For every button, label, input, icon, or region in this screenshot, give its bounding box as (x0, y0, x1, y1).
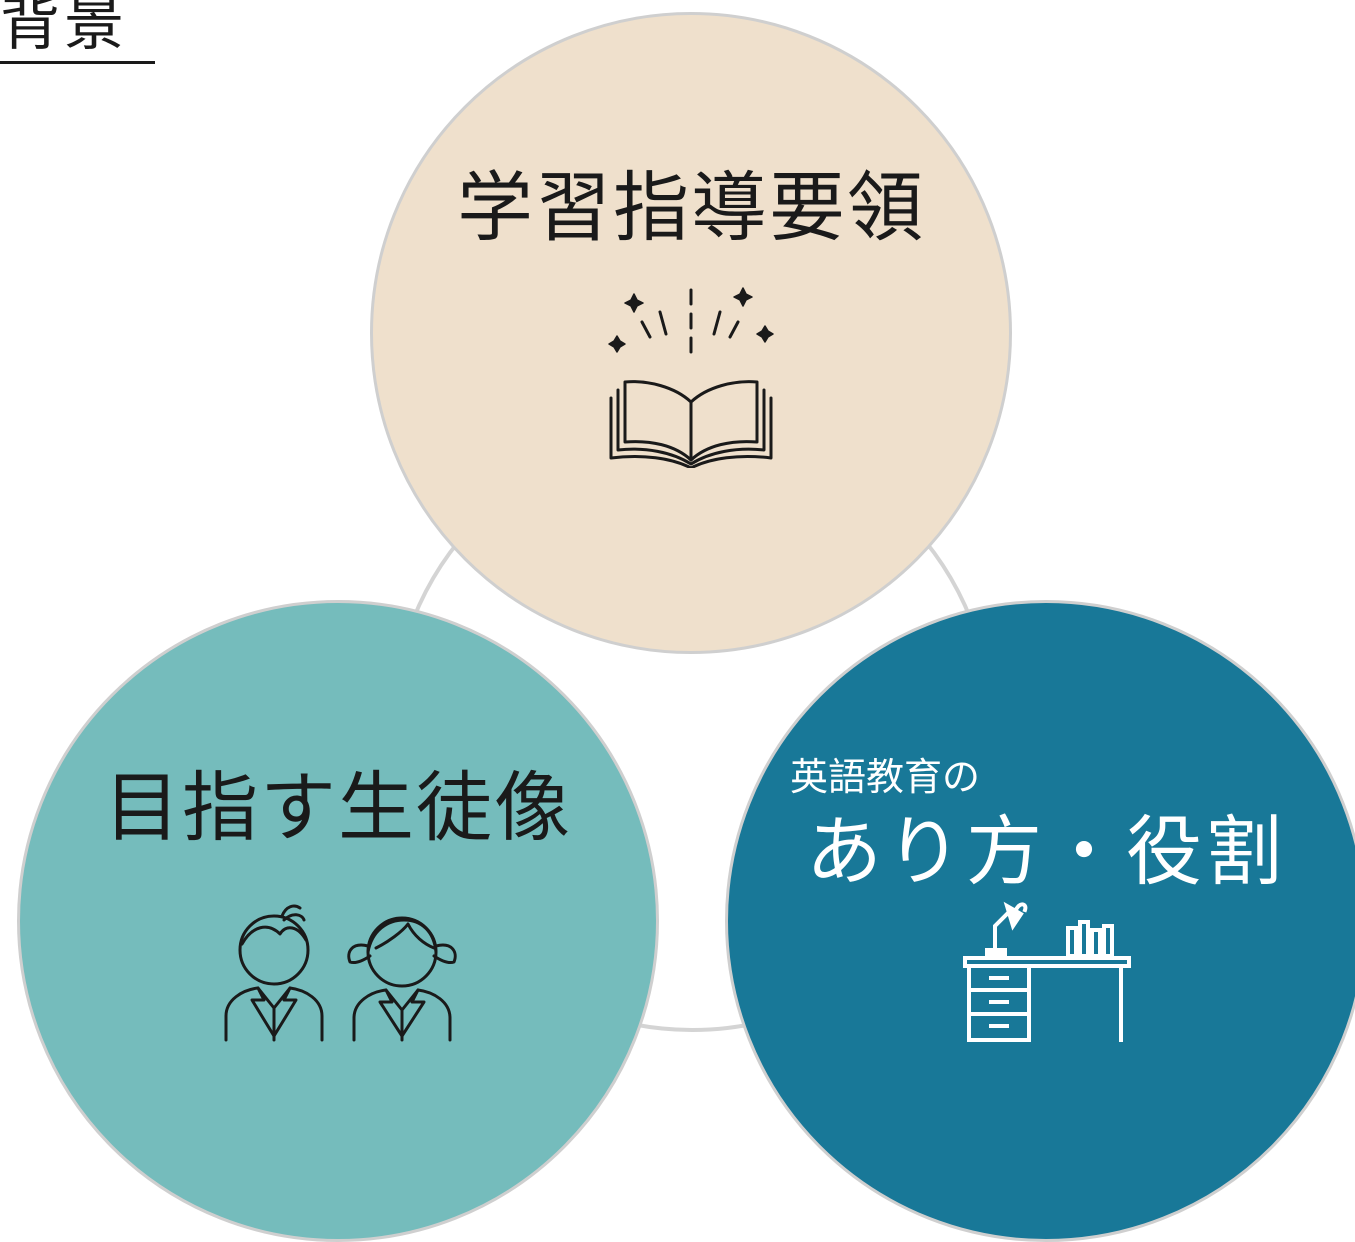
node-curriculum-guidelines (370, 12, 1012, 654)
node-role-of-english-education (725, 600, 1355, 1242)
node-target-student-profile-label: 目指す生徒像 (104, 763, 572, 852)
node-curriculum-guidelines-label: 学習指導要領 (457, 163, 925, 252)
desk-icon (963, 901, 1131, 1042)
node-role-of-english-education-label: あり方・役割 (806, 807, 1286, 896)
node-target-student-profile (17, 600, 659, 1242)
open-book-icon (608, 287, 774, 468)
node-role-of-english-education-sublabel: 英語教育の (790, 755, 981, 799)
students-icon (224, 904, 457, 1042)
page-title: 背景 (0, 0, 155, 64)
